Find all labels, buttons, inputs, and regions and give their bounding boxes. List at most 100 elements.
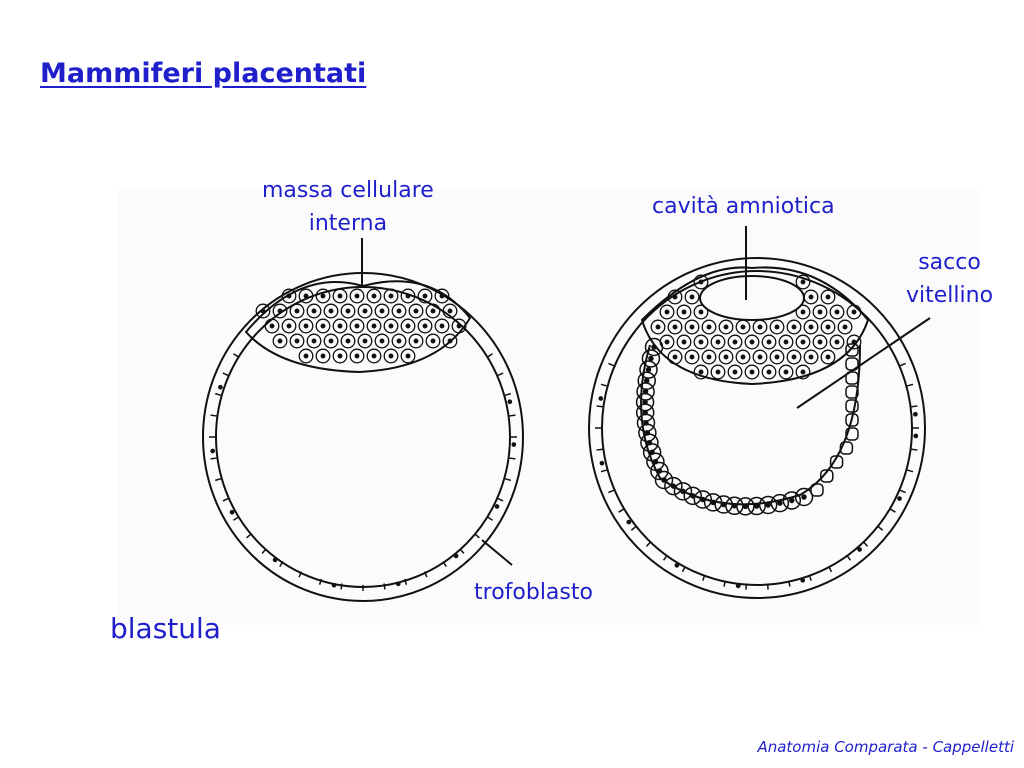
cell-nucleus xyxy=(783,339,789,345)
cell xyxy=(693,334,709,350)
cell-nucleus xyxy=(362,338,368,344)
cell xyxy=(366,348,382,364)
cell-nucleus xyxy=(439,293,445,299)
cell-nucleus xyxy=(766,339,772,345)
cell xyxy=(425,303,441,319)
cell xyxy=(417,318,433,334)
cell-nucleus xyxy=(320,323,326,329)
cell xyxy=(761,364,777,380)
cell xyxy=(795,304,811,320)
cell-nucleus xyxy=(328,338,334,344)
cell xyxy=(820,349,836,365)
cell xyxy=(383,288,399,304)
cell-nucleus xyxy=(447,308,453,314)
label-inner-cell-mass: massa cellulare interna xyxy=(262,174,434,240)
yolk-cell xyxy=(782,491,802,510)
cell-nucleus xyxy=(320,293,326,299)
cell-nucleus xyxy=(269,323,275,329)
embryo-outer-wall xyxy=(588,257,926,599)
cell-nucleus xyxy=(732,339,738,345)
trophoblast-cells xyxy=(209,353,517,591)
cell-nucleus xyxy=(422,293,428,299)
cell-nucleus xyxy=(303,353,309,359)
cell xyxy=(795,274,811,290)
yolk-cell xyxy=(693,490,713,509)
cell xyxy=(718,349,734,365)
cell-nucleus xyxy=(447,338,453,344)
cell-nucleus xyxy=(825,324,831,330)
cell xyxy=(442,333,458,349)
cell-boundary xyxy=(662,555,668,561)
cell-boundary xyxy=(509,414,516,417)
cell xyxy=(769,349,785,365)
cell-boundary xyxy=(497,497,504,502)
yolk-cell xyxy=(770,493,790,513)
cell-nucleus xyxy=(857,547,862,552)
cell xyxy=(383,318,399,334)
yolk-cell xyxy=(845,427,859,441)
cell xyxy=(786,319,802,335)
yolk-cell xyxy=(839,441,854,455)
cell-boundary xyxy=(504,477,511,482)
cell-nucleus xyxy=(311,338,317,344)
cell-nucleus xyxy=(732,369,738,375)
cell-nucleus xyxy=(337,293,343,299)
label-blastula: blastula xyxy=(110,612,221,645)
yolk-cell xyxy=(829,455,844,469)
cell-nucleus xyxy=(311,308,317,314)
cell xyxy=(400,318,416,334)
cell-nucleus xyxy=(413,308,419,314)
cell-nucleus xyxy=(286,293,292,299)
cell xyxy=(366,288,382,304)
yolk-cell xyxy=(845,399,859,413)
yolk-cell xyxy=(845,413,859,427)
cell-nucleus xyxy=(303,293,309,299)
cell xyxy=(744,334,760,350)
label-amniotic-cavity: cavità amniotica xyxy=(652,194,835,219)
cell xyxy=(289,333,305,349)
cell-nucleus xyxy=(808,324,814,330)
cell-boundary xyxy=(899,489,906,494)
yolk-cell xyxy=(644,337,664,357)
cell-nucleus xyxy=(808,294,814,300)
cell-nucleus xyxy=(272,557,278,563)
cell-boundary xyxy=(210,457,217,460)
cell xyxy=(332,348,348,364)
cell-nucleus xyxy=(740,324,746,330)
cell-boundary xyxy=(600,469,607,473)
cell-nucleus xyxy=(599,460,605,466)
cell xyxy=(667,319,683,335)
yolk-cell xyxy=(845,385,859,399)
yolk-cell xyxy=(641,349,661,368)
yolk-cell xyxy=(845,371,859,385)
cell xyxy=(306,303,322,319)
cell-nucleus xyxy=(405,323,411,329)
cell-boundary xyxy=(911,405,918,408)
label-yolk-sac-line2: vitellino xyxy=(906,283,994,308)
cell xyxy=(298,318,314,334)
cell-boundary xyxy=(509,457,516,460)
label-trophoblast: trofoblasto xyxy=(474,580,593,605)
cell xyxy=(744,364,760,380)
cell xyxy=(281,318,297,334)
cell-nucleus xyxy=(218,384,223,390)
cell-boundary xyxy=(298,571,303,578)
cell-nucleus xyxy=(354,323,360,329)
cell-nucleus xyxy=(698,309,704,315)
cell-nucleus xyxy=(345,338,351,344)
inner-cell-mass-cells xyxy=(255,288,467,364)
cell xyxy=(701,319,717,335)
cell-boundary xyxy=(497,372,504,377)
cell-nucleus xyxy=(362,308,368,314)
cell-nucleus xyxy=(664,309,670,315)
cell-nucleus xyxy=(405,353,411,359)
cell xyxy=(264,318,280,334)
cell-nucleus xyxy=(331,582,337,588)
cell-nucleus xyxy=(800,279,806,285)
cell-boundary xyxy=(504,392,511,397)
cell xyxy=(349,288,365,304)
cell-boundary xyxy=(487,353,493,358)
cell-nucleus xyxy=(672,294,678,300)
cell-nucleus xyxy=(800,339,806,345)
cell-nucleus xyxy=(672,324,678,330)
